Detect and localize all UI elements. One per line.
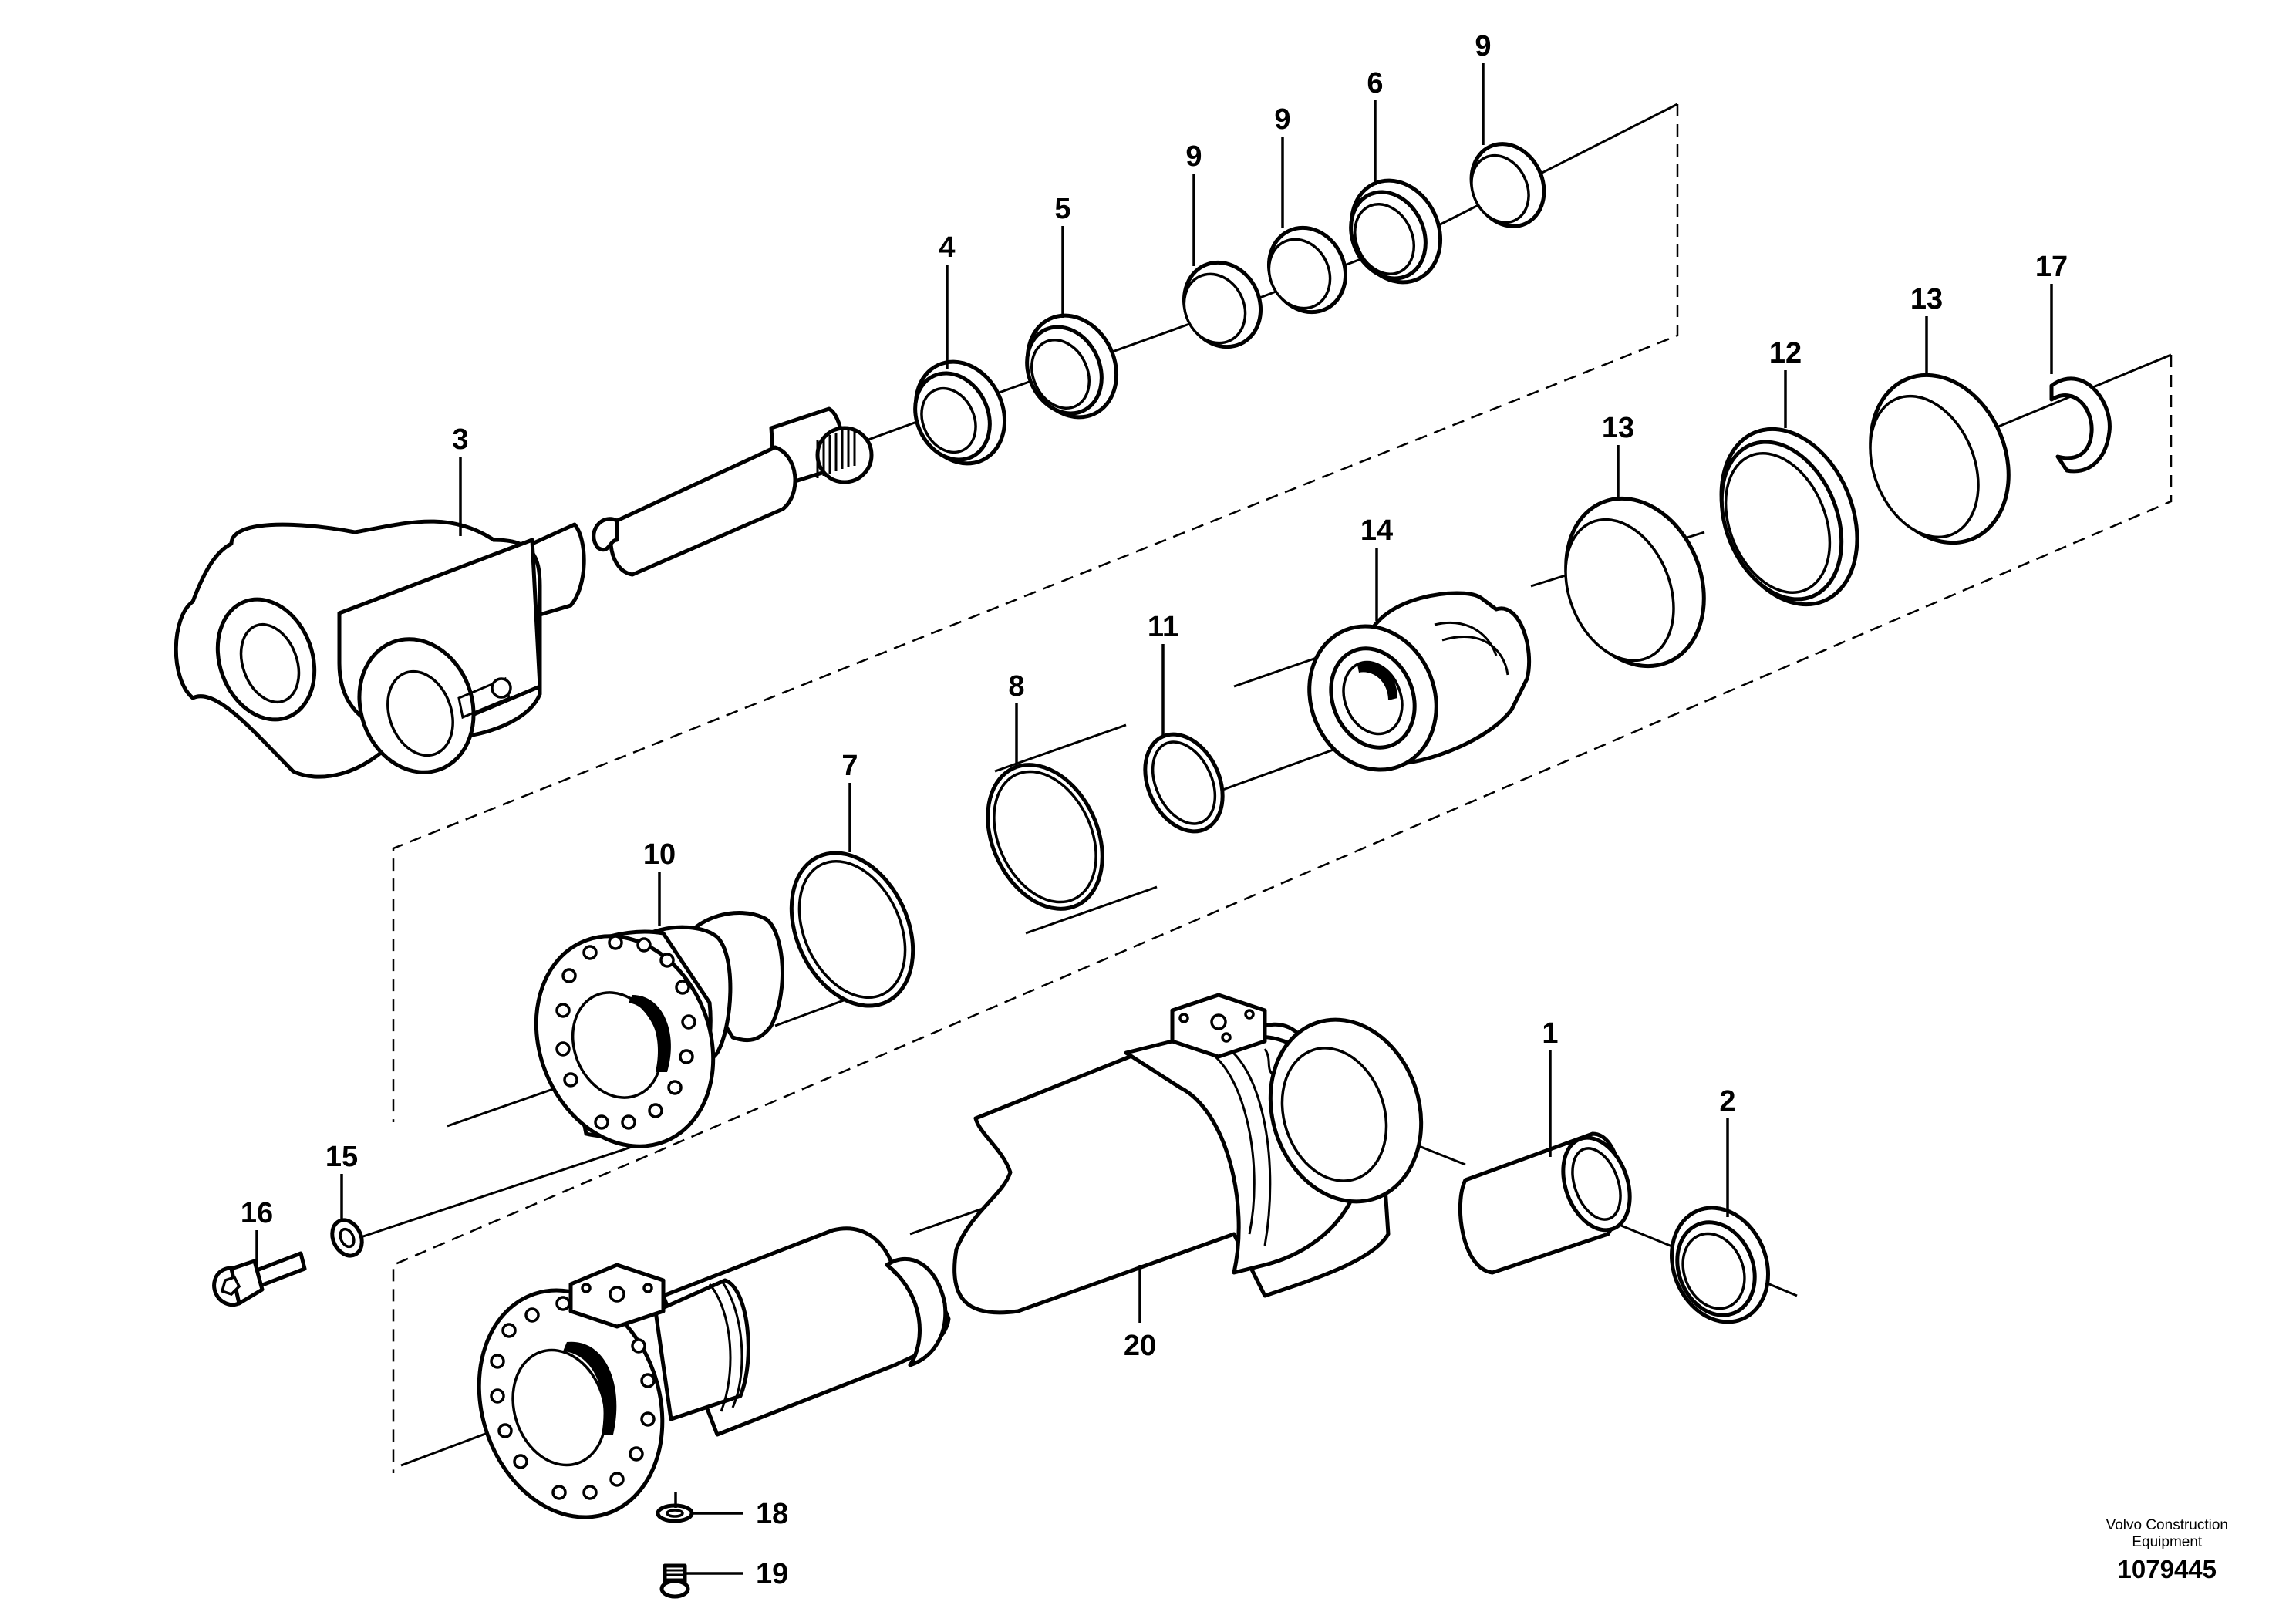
upper-assembly-frame: [392, 104, 1679, 1122]
callout-11: 11: [1148, 611, 1178, 643]
callout-12: 12: [1769, 337, 1802, 369]
rod-seal: [913, 359, 1007, 466]
callout-9c: 9: [1475, 30, 1491, 62]
callout-10: 10: [643, 838, 676, 871]
guide-ring-a: [1182, 260, 1263, 349]
seal-ring: [1025, 313, 1119, 420]
lower-assembly-frame: [392, 355, 2173, 1473]
piston-seal: [1719, 427, 1859, 607]
backup-ring-a: [1869, 373, 2011, 545]
company-name-line2: Equipment: [2132, 1534, 2203, 1550]
guide-ring-c: [1469, 142, 1546, 228]
drawing-number: 1079445: [2117, 1555, 2217, 1583]
leader-lines: [255, 63, 2053, 1575]
callout-9a: 9: [1185, 140, 1202, 173]
wiper-ring: [1349, 178, 1443, 285]
callout-1: 1: [1542, 1017, 1558, 1050]
plug: [659, 1563, 690, 1599]
washer: [330, 1218, 364, 1258]
callout-13b: 13: [1602, 412, 1634, 444]
piston-rod-clevis: [174, 406, 874, 779]
callout-2: 2: [1719, 1085, 1735, 1118]
callout-7: 7: [841, 750, 858, 782]
drawing-reference: Volvo Construction Equipment 1079445: [2106, 1517, 2228, 1585]
callout-4: 4: [939, 231, 955, 264]
callout-8: 8: [1008, 670, 1024, 703]
guide-ring-b: [1266, 225, 1348, 315]
cylinder-tube: [477, 993, 1424, 1519]
cylinder-head: [534, 911, 784, 1148]
callout-19: 19: [756, 1558, 788, 1590]
callout-6: 6: [1367, 67, 1383, 99]
piston: [1307, 591, 1532, 772]
backup-ring-head: [789, 851, 915, 1008]
callout-13a: 13: [1910, 283, 1943, 315]
callout-labels: 3 4 5 9 9 6 9 17 13 12 13 14 11 8 7 10 1…: [241, 30, 2068, 1590]
callout-14: 14: [1360, 514, 1393, 547]
backup-ring-b: [1564, 496, 1706, 669]
bushing: [1458, 1131, 1632, 1275]
callout-15: 15: [325, 1141, 358, 1173]
o-ring-small: [1143, 732, 1225, 834]
company-name-line1: Volvo Construction: [2106, 1517, 2228, 1533]
callout-20: 20: [1124, 1330, 1156, 1362]
callout-18: 18: [756, 1498, 788, 1530]
callout-5: 5: [1054, 193, 1070, 225]
callout-16: 16: [241, 1197, 273, 1229]
lock-wire: [2049, 376, 2112, 474]
o-ring: [986, 763, 1104, 911]
bushing-seal: [1670, 1206, 1770, 1324]
callout-17: 17: [2035, 251, 2068, 283]
head-bolt-holes: [555, 935, 696, 1130]
callout-9b: 9: [1274, 103, 1290, 136]
socket-head-screw: [212, 1251, 307, 1307]
callout-3: 3: [452, 423, 468, 456]
